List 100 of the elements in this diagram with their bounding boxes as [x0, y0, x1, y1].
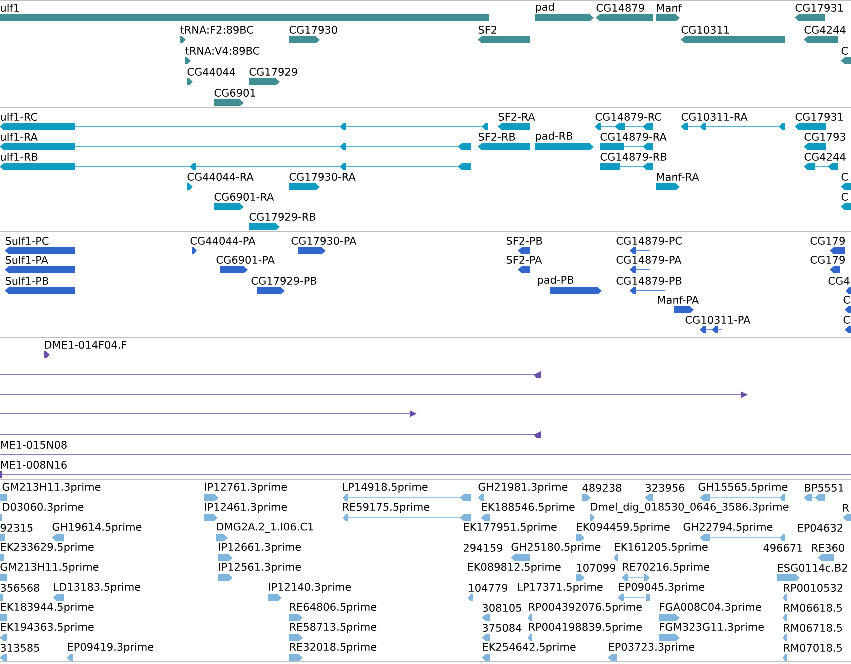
feature-label: pad-RB: [536, 132, 573, 142]
feature-label: DME1-014F04.F: [45, 341, 127, 349]
feature-label: ulf1: [1, 4, 20, 12]
feature-label: IP12761.3prime: [205, 482, 288, 494]
feature-label: CG14879-PC: [616, 237, 682, 245]
feature-label: CG4: [828, 277, 850, 285]
feature-label: IP12140.3prime: [269, 582, 352, 594]
feature-label: FGM323G11.3prime: [660, 622, 764, 634]
feature-label: Manf: [657, 4, 682, 12]
feature-label: CG14879-RB: [600, 153, 667, 161]
feature-label: RP004198839.5prime: [529, 622, 642, 634]
feature-label: EK254642.5prime: [483, 642, 576, 654]
feature-label: CG17929: [250, 68, 298, 76]
feature-label: RP004392076.5prime: [529, 602, 642, 614]
feature-label: CG14879: [596, 4, 644, 12]
feature-label: RM06718.5: [784, 624, 842, 632]
feature-label: tRNA:V4:89BC: [185, 47, 260, 55]
feature-label: RE59175.5prime: [343, 502, 430, 514]
feature-label: R: [843, 504, 850, 512]
feature-label: FGA008C04.3prime: [660, 602, 762, 614]
feature-label: Sulf1-PA: [6, 256, 48, 264]
feature-label: RP0010532: [784, 584, 843, 592]
feature-label: 489238: [582, 484, 622, 492]
feature-label: CG14879-RC: [596, 113, 662, 121]
feature-label: GH15565.5prime: [698, 482, 788, 494]
feature-label: CG17931: [796, 113, 844, 121]
feature-label: CG17929-RB: [250, 213, 316, 221]
feature-label: GH21981.3prime: [478, 482, 568, 494]
feature-label: 323956: [646, 484, 685, 492]
feature-label: RE58713.5prime: [290, 622, 377, 634]
feature-label: GH22794.5prime: [684, 522, 773, 534]
feature-label: ulf1-RC: [1, 112, 38, 122]
feature-label: SF2: [478, 26, 497, 34]
feature-label: CG1793: [804, 133, 846, 141]
feature-label: EP04632: [798, 524, 843, 532]
feature-label: CG44044-RA: [188, 173, 254, 181]
feature-label: EP09045.3prime: [619, 582, 705, 594]
feature-label: CG17930: [290, 26, 338, 34]
feature-label: Sulf1-PC: [6, 236, 49, 246]
feature-label: pad-PB: [538, 276, 574, 286]
feature-label: SF2-RA: [498, 113, 536, 121]
feature-label: EK233629.5prime: [1, 542, 94, 554]
feature-label: CG14879-PA: [616, 256, 682, 264]
feature-label: SF2-RB: [478, 133, 516, 141]
feature-label: C: [844, 296, 850, 304]
feature-label: CG44044-PA: [190, 237, 256, 245]
feature-label: DMG2A.2_1.I06.C1: [217, 522, 314, 534]
feature-label: IP12661.3prime: [219, 542, 302, 554]
feature-label: C: [842, 173, 848, 181]
feature-label: CG6901-PA: [216, 256, 275, 264]
feature-label: SF2-PB: [506, 237, 542, 245]
feature-label: pad: [536, 2, 554, 14]
feature-label: RE360: [812, 544, 844, 552]
feature-label: EK177951.5prime: [464, 522, 557, 534]
feature-label: CG179: [810, 237, 845, 245]
feature-label: C: [844, 316, 850, 324]
feature-label: CG17931: [796, 4, 844, 12]
feature-label: 104779: [469, 584, 508, 592]
feature-label: EK161205.5prime: [615, 542, 708, 554]
feature-label: 107099: [577, 564, 616, 572]
feature-label: EK094459.5prime: [577, 522, 670, 534]
feature-label: CG44044: [188, 68, 236, 76]
feature-label: 313585: [1, 644, 40, 652]
feature-label: CG17930-PA: [292, 237, 357, 245]
feature-label: C: [842, 47, 848, 55]
feature-label: RM07018.5: [784, 644, 842, 652]
feature-label: GM213H11.5prime: [0, 562, 99, 574]
feature-label: CG6901-RA: [214, 193, 274, 201]
feature-label: ME1-008N16: [1, 461, 67, 469]
feature-label: CG17930-RA: [290, 173, 356, 181]
feature-label: EK089812.5prime: [468, 562, 561, 574]
feature-label: CG179: [810, 256, 845, 264]
feature-label: GH19614.5prime: [52, 522, 142, 534]
feature-label: RE64806.5prime: [290, 602, 377, 614]
feature-label: CG10311: [682, 26, 730, 34]
feature-label: Manf-RA: [657, 172, 700, 182]
feature-label: CG14879-RA: [600, 133, 667, 141]
feature-label: ME1-015N08: [1, 441, 67, 449]
feature-label: LP14918.5prime: [343, 482, 428, 494]
feature-label: EK194363.5prime: [1, 622, 94, 634]
feature-label: EP03723.3prime: [609, 642, 695, 654]
feature-label: ulf1-RB: [1, 152, 38, 162]
feature-label: IP12561.3prime: [219, 562, 302, 574]
feature-label: GM213H11.3prime: [2, 482, 101, 494]
feature-label: tRNA:F2:89BC: [180, 26, 254, 34]
feature-label: CG10311-PA: [686, 316, 751, 324]
feature-label: 92315: [0, 524, 33, 532]
feature-label: LP17371.5prime: [518, 582, 603, 594]
feature-label: CG14879-PB: [616, 277, 682, 285]
feature-label: GH25180.5prime: [512, 542, 601, 554]
feature-label: C: [842, 193, 848, 201]
feature-label: EP09419.3prime: [68, 642, 154, 654]
feature-label: 375084: [483, 624, 522, 632]
feature-label: ESG0114c.B2: [778, 564, 848, 572]
feature-label: RM06618.5: [784, 604, 842, 612]
feature-label: ulf1-RA: [1, 132, 38, 142]
feature-label: 356568: [1, 584, 40, 592]
feature-label: Manf-PA: [658, 296, 700, 304]
feature-label: 496671: [764, 544, 802, 552]
feature-label: RE32018.5prime: [290, 642, 377, 654]
